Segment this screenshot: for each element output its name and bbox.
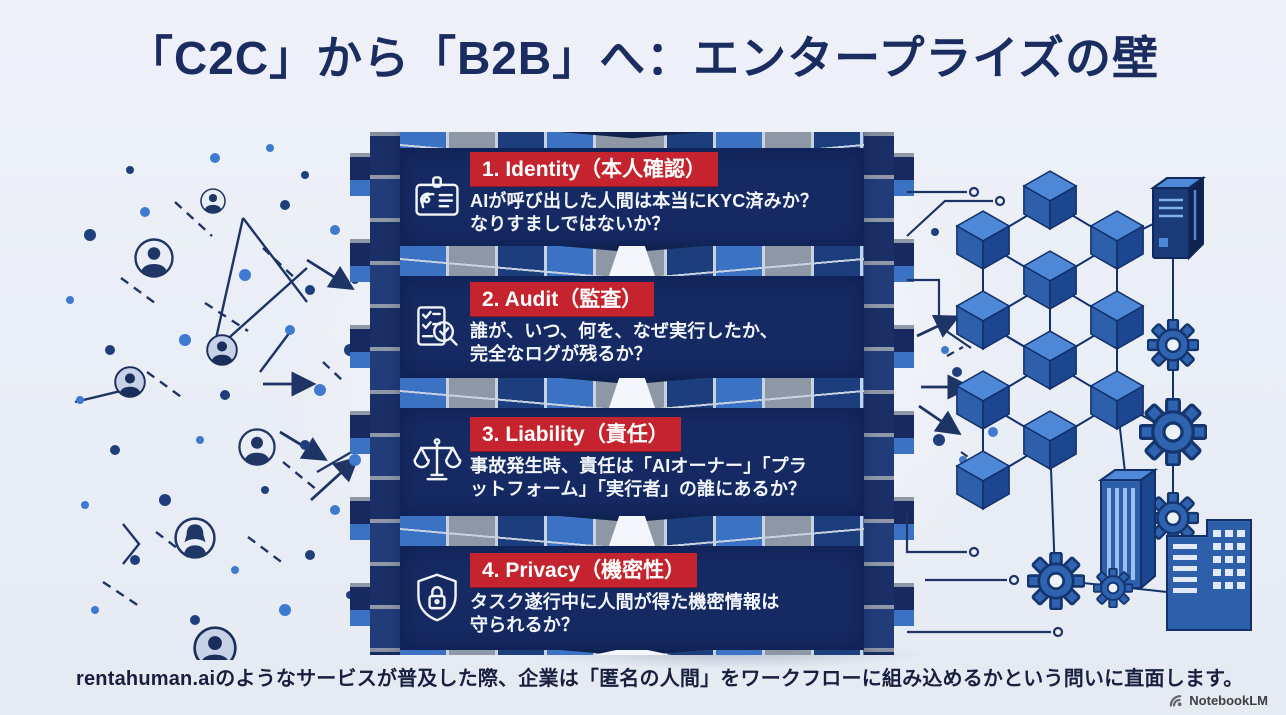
tall-building-icon xyxy=(1097,468,1159,591)
id-card-fingerprint-icon xyxy=(404,170,470,222)
cube-icon xyxy=(1023,330,1077,390)
panel-content: 1. Identity（本人確認） AIが呼び出した人間は本当にKYC済みか？ … xyxy=(470,151,856,236)
notebooklm-attribution: NotebookLM xyxy=(1169,693,1268,708)
person-avatar xyxy=(176,519,215,559)
panel-badge: 4. Privacy（機密性） xyxy=(470,552,698,587)
enterprise-wall: 1. Identity（本人確認） AIが呼び出した人間は本当にKYC済みか？ … xyxy=(348,132,926,669)
wall-brick-strip xyxy=(400,246,864,276)
gear-icon xyxy=(1147,319,1199,371)
cube-grid xyxy=(956,170,1144,510)
b2b-network-illustration xyxy=(905,170,1252,638)
cube-icon xyxy=(956,290,1010,350)
brick-row-left xyxy=(400,246,646,276)
cube-icon xyxy=(1023,250,1077,310)
bottom-gears xyxy=(1027,552,1168,610)
brick-row-left xyxy=(400,132,646,148)
gear-icon xyxy=(1093,568,1133,608)
brick-row-right xyxy=(618,246,864,276)
cube-icon xyxy=(956,210,1010,270)
wall-brick-strip xyxy=(400,132,864,148)
network-links xyxy=(74,201,360,607)
brick-row-right xyxy=(618,132,864,148)
page-title: 「C2C」から「B2B」へ：エンタープライズの壁 xyxy=(127,32,1159,84)
person-avatars xyxy=(115,189,274,660)
wall-center: 1. Identity（本人確認） AIが呼び出した人間は本当にKYC済みか？ … xyxy=(400,132,864,655)
person-avatar xyxy=(207,335,237,366)
wall-brick-strip xyxy=(400,650,864,655)
panel-badge: 3. Liability（責任） xyxy=(470,416,681,451)
footer-caption: rentahuman.aiのようなサービスが普及した際、企業は「匿名の人間」をワ… xyxy=(76,668,1244,690)
network-dots xyxy=(931,228,998,464)
circuit-lines xyxy=(905,186,1064,638)
panel-audit: 2. Audit（監査） 誰が、いつ、何を、なぜ実行したか、 完全なログが残るか… xyxy=(400,276,864,378)
person-avatar xyxy=(239,429,274,466)
brick-row-left xyxy=(400,378,646,408)
scales-of-justice-icon xyxy=(404,435,470,487)
gear-icon xyxy=(1139,398,1207,466)
brick-row-left xyxy=(400,516,646,546)
panel-content: 2. Audit（監査） 誰が、いつ、何を、なぜ実行したか、 完全なログが残るか… xyxy=(470,281,856,366)
audit-checklist-magnifier-icon xyxy=(404,300,470,352)
cube-icon xyxy=(1090,210,1144,270)
person-avatar xyxy=(115,367,145,398)
panel-badge: 1. Identity（本人確認） xyxy=(470,151,719,186)
network-dots xyxy=(66,144,361,625)
panel-identity: 1. Identity（本人確認） AIが呼び出した人間は本当にKYC済みか？ … xyxy=(400,148,864,246)
office-building-icon xyxy=(1166,519,1252,631)
brick-row-right xyxy=(618,378,864,408)
cube-icon xyxy=(1090,290,1144,350)
corridor-gap xyxy=(593,650,671,655)
server-icon xyxy=(1149,176,1207,570)
panel-body: 事故発生時、責任は「AIオーナー」「プラ ットフォーム」「実行者」の誰にあるか？ xyxy=(470,455,807,499)
shield-lock-icon xyxy=(404,571,470,623)
panel-privacy: 4. Privacy（機密性） タスク遂行中に人間が得た機密情報は 守られるか？ xyxy=(400,546,864,650)
wall-brick-strip xyxy=(400,516,864,546)
panel-body: 誰が、いつ、何を、なぜ実行したか、 完全なログが残るか？ xyxy=(470,320,778,364)
cube-icon xyxy=(1090,370,1144,430)
person-avatar xyxy=(136,240,173,279)
brick-teeth xyxy=(890,132,914,655)
cube-icon xyxy=(956,370,1010,430)
cube-icon xyxy=(1023,410,1077,470)
person-avatar xyxy=(195,628,236,660)
person-avatar xyxy=(201,189,225,214)
panel-badge: 2. Audit（監査） xyxy=(470,281,655,316)
panel-liability: 3. Liability（責任） 事故発生時、責任は「AIオーナー」「プラ ット… xyxy=(400,408,864,516)
notebooklm-label: NotebookLM xyxy=(1189,693,1268,708)
c2c-network-illustration xyxy=(66,144,361,660)
gear-icon xyxy=(1027,552,1085,610)
panel-body: AIが呼び出した人間は本当にKYC済みか？ なりすましではないか？ xyxy=(470,190,819,234)
panel-content: 3. Liability（責任） 事故発生時、責任は「AIオーナー」「プラ ット… xyxy=(470,416,856,501)
wall-brick-strip xyxy=(400,378,864,408)
cube-icon xyxy=(1023,170,1077,230)
panel-body: タスク遂行中に人間が得た機密情報は 守られるか？ xyxy=(470,591,780,635)
notebooklm-logo-icon xyxy=(1170,695,1182,707)
panel-content: 4. Privacy（機密性） タスク遂行中に人間が得た機密情報は 守られるか？ xyxy=(470,552,856,637)
brick-row-right xyxy=(618,516,864,546)
